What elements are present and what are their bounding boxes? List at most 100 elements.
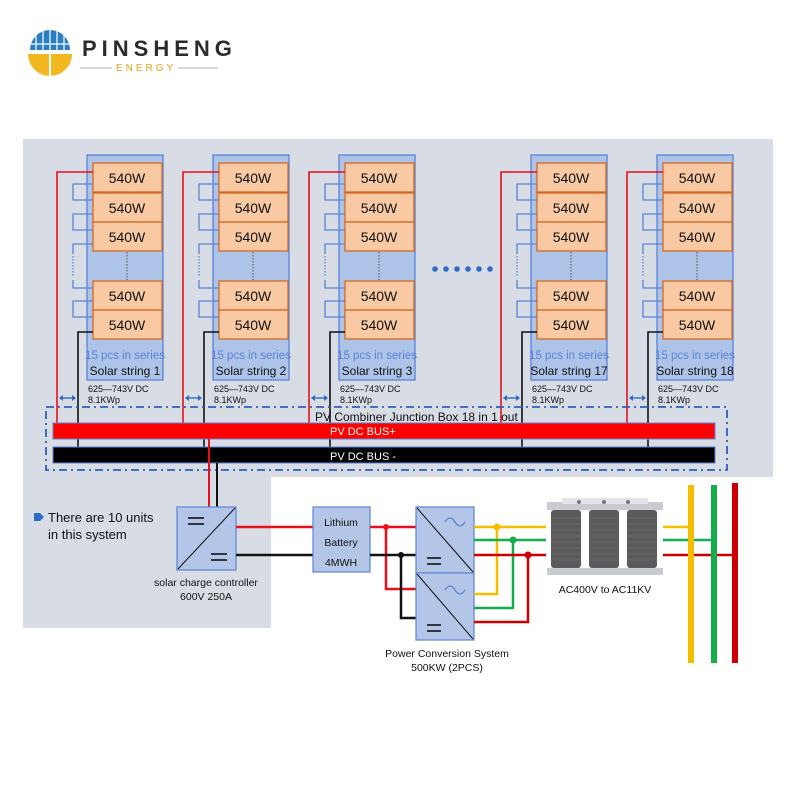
solar-module (218, 221, 289, 252)
module-power-label: 540W (235, 317, 272, 333)
dc-bus-positive (52, 422, 716, 440)
solar-module (92, 309, 163, 340)
module-power-label: 540W (235, 288, 272, 304)
string-label: Solar string 2 (216, 364, 287, 378)
string-label: Solar string 17 (530, 364, 608, 378)
combiner-title: PV Combiner Junction Box 18 in 1 out (315, 410, 518, 424)
string-negative-lead (203, 331, 219, 447)
string-positive-lead (56, 171, 93, 423)
solar-charge-controller: solar charge controller 600V 250A (154, 506, 258, 603)
module-power-label: 540W (361, 200, 398, 216)
module-power-label: 540W (553, 288, 590, 304)
series-jumpers (516, 183, 537, 318)
solar-module (344, 192, 415, 223)
solar-module (344, 309, 415, 340)
controller-label-1: solar charge controller (154, 577, 258, 589)
string-power: 8.1KWp (658, 395, 690, 405)
module-power-label: 540W (235, 200, 272, 216)
series-jumpers (72, 183, 93, 318)
transformer-label: AC400V to AC11KV (559, 584, 652, 596)
string-negative-lead (521, 331, 537, 447)
module-power-label: 540W (553, 317, 590, 333)
more-strings-dots-icon (432, 266, 493, 272)
string-positive-lead (626, 171, 663, 423)
module-power-label: 540W (361, 288, 398, 304)
module-power-label: 540W (109, 317, 146, 333)
spacing-arrow-icon (311, 395, 328, 401)
solar-module (536, 309, 607, 340)
string-power: 8.1KWp (340, 395, 372, 405)
string-label: Solar string 18 (656, 364, 734, 378)
module-power-label: 540W (109, 170, 146, 186)
solar-module (344, 162, 415, 193)
solar-module (662, 280, 733, 311)
solar-module (218, 162, 289, 193)
power-conversion-system: Power Conversion System 500KW (2PCS) (385, 506, 509, 674)
solar-module (92, 280, 163, 311)
brand-name: PINSHENG (82, 36, 237, 61)
solar-module (662, 162, 733, 193)
system-note: There are 10 units in this system (34, 510, 154, 542)
string-positive-lead (308, 171, 345, 423)
ac-phase-wiring (474, 523, 546, 624)
module-power-label: 540W (679, 229, 716, 245)
string-voltage: 625—743V DC (340, 384, 401, 394)
controller-label-2: 600V 250A (180, 591, 232, 603)
module-power-label: 540W (235, 170, 272, 186)
dc-bus-negative (52, 446, 716, 464)
string-negative-lead (77, 331, 93, 447)
string-voltage: 625—743V DC (658, 384, 719, 394)
string-voltage: 625—743V DC (214, 384, 275, 394)
note-line-2: in this system (48, 527, 127, 542)
spacing-arrow-icon (503, 395, 520, 401)
brand-subtitle: ENERGY (116, 63, 176, 74)
string-positive-lead (500, 171, 537, 423)
dc-ac-inverter-icon (415, 506, 475, 574)
transformer-icon (547, 498, 663, 575)
module-power-label: 540W (679, 200, 716, 216)
string-power: 8.1KWp (88, 395, 120, 405)
brand-logo: PINSHENG ENERGY (28, 30, 237, 76)
dc-bus-positive-label: PV DC BUS+ (330, 426, 396, 438)
spacing-arrow-icon (185, 395, 202, 401)
solar-module (536, 162, 607, 193)
busbar-phase-green (711, 485, 717, 663)
module-power-label: 540W (109, 288, 146, 304)
module-power-label: 540W (235, 229, 272, 245)
solar-sun-logo-icon (28, 30, 72, 76)
string-positive-lead (182, 171, 219, 423)
battery-label-3: 4MWH (325, 557, 357, 569)
dc-ac-inverter-icon (415, 572, 475, 641)
string-label: Solar string 1 (90, 364, 161, 378)
module-power-label: 540W (553, 200, 590, 216)
series-count-label: 15 pcs in series (85, 350, 165, 362)
busbar-phase-yellow (688, 485, 694, 663)
module-power-label: 540W (679, 317, 716, 333)
string-voltage: 625—743V DC (88, 384, 149, 394)
solar-module (662, 309, 733, 340)
solar-module (92, 221, 163, 252)
string-power: 8.1KWp (214, 395, 246, 405)
module-power-label: 540W (679, 170, 716, 186)
solar-module (218, 309, 289, 340)
grid-connection-wiring (663, 525, 735, 557)
solar-module (662, 192, 733, 223)
series-count-label: 15 pcs in series (337, 350, 417, 362)
solar-strings: 540W 540W 540W 540W 540W 15 pcs in seriesSola… (56, 154, 735, 447)
grid-busbars (688, 483, 738, 663)
note-line-1: There are 10 units (48, 510, 154, 525)
module-power-label: 540W (109, 200, 146, 216)
string-negative-lead (329, 331, 345, 447)
module-power-label: 540W (553, 229, 590, 245)
series-jumpers (642, 183, 663, 318)
string-negative-lead (647, 331, 663, 447)
busbar-phase-red (732, 483, 738, 663)
module-power-label: 540W (361, 170, 398, 186)
solar-module (536, 280, 607, 311)
